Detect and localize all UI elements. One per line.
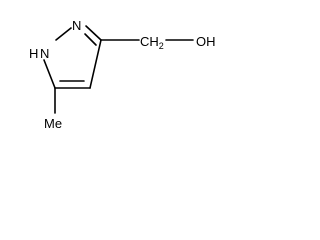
bond-n2-c3 xyxy=(85,25,102,41)
ch2-group-label: CH2 xyxy=(140,34,164,51)
ch2-ch-text: CH xyxy=(140,34,159,49)
methyl-label: Me xyxy=(44,116,62,131)
bond-n2-c3-double xyxy=(84,33,97,46)
ch2-subscript: 2 xyxy=(159,41,164,51)
bond-c5-n1 xyxy=(43,59,56,89)
bond-n1-n2 xyxy=(55,27,72,41)
n2-atom-label: N xyxy=(72,18,81,33)
n1-atom-label: N xyxy=(40,46,49,61)
bond-c3-c4 xyxy=(89,39,102,89)
pyrazole-methanol-structure: N H N CH2 OH Me xyxy=(29,18,216,131)
hydroxyl-label: OH xyxy=(196,34,216,49)
nh-hydrogen-label: H xyxy=(29,46,38,61)
